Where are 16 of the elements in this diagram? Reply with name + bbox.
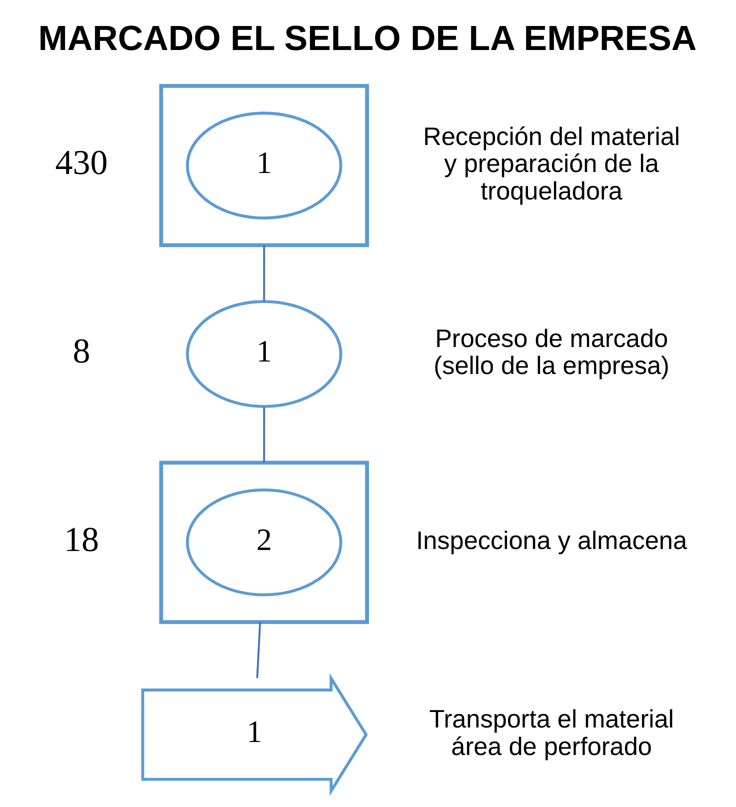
node-label: Inspecciona y almacena [416, 526, 687, 555]
node-label: 430 [54, 143, 108, 182]
node-label: Transporta el material área de perforado [428, 706, 674, 761]
cluster [158, 84, 368, 248]
connector [262, 245, 265, 302]
node-label: Recepción del material y preparación de la troqueladora [422, 122, 680, 206]
node-ellipse: 1 [185, 112, 342, 220]
node-label: 18 [64, 520, 98, 559]
node-ellipse: 1 [185, 300, 342, 408]
connector [256, 622, 261, 678]
node-label: Proceso de marcado (sello de la empresa) [433, 324, 669, 380]
connector [262, 406, 265, 463]
cluster [158, 460, 368, 624]
node-label: 8 [72, 332, 90, 371]
node-ellipse: 2 [185, 488, 342, 596]
diagram-title: MARCADO EL SELLO DE LA EMPRESA [38, 18, 696, 58]
